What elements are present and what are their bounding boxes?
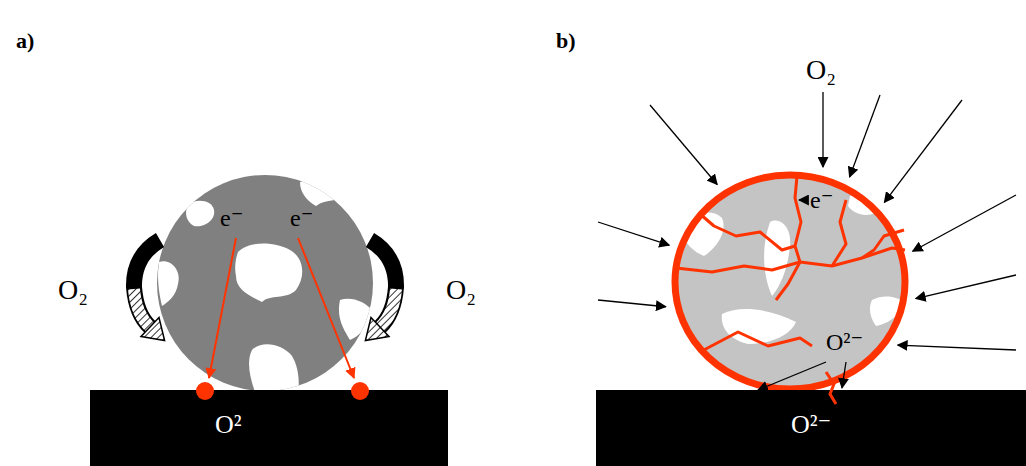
panel-label: a) bbox=[16, 30, 34, 52]
flux-arrow bbox=[822, 92, 823, 167]
oxide-crack bbox=[776, 176, 801, 300]
pore bbox=[722, 309, 796, 344]
particle-b-shape bbox=[672, 172, 908, 392]
oxide-crack bbox=[700, 214, 795, 250]
substrate-a: O² bbox=[90, 390, 448, 466]
particle-b: e⁻ O²⁻ bbox=[672, 172, 908, 392]
oxygen-flow-arrow bbox=[365, 240, 396, 341]
oxide-ion-label: O² bbox=[215, 412, 242, 438]
gas-label: O₂ bbox=[58, 276, 88, 304]
oxide-crack bbox=[700, 332, 812, 352]
electron-label: e⁻ bbox=[290, 206, 313, 230]
pore bbox=[249, 344, 299, 395]
oxide-ion-label: O²⁻ bbox=[791, 412, 831, 438]
particle-a: e⁻ e⁻ bbox=[157, 175, 373, 391]
flux-arrow bbox=[916, 275, 1016, 299]
flux-arrow bbox=[842, 362, 846, 388]
reaction-site-dot bbox=[196, 382, 214, 400]
flux-arrow bbox=[898, 345, 1016, 350]
particle-a-shape bbox=[157, 175, 373, 391]
gas-label: O₂ bbox=[806, 56, 836, 84]
particle-body bbox=[675, 175, 905, 389]
oxygen-flow-arrow bbox=[134, 240, 165, 341]
substrate-b: O²⁻ bbox=[596, 390, 1026, 466]
flux-arrow bbox=[598, 300, 666, 307]
electron-path-arrow bbox=[209, 238, 236, 378]
panel-label: b) bbox=[556, 30, 576, 52]
oxide-crack bbox=[826, 372, 836, 404]
reaction-site-dot bbox=[351, 382, 369, 400]
electron-label: e⁻ bbox=[220, 206, 243, 230]
gas-label: O₂ bbox=[446, 276, 476, 304]
flux-arrow bbox=[650, 105, 717, 185]
pore bbox=[300, 181, 352, 206]
pore bbox=[235, 244, 302, 303]
flux-arrow bbox=[598, 222, 669, 245]
pore bbox=[186, 201, 214, 226]
electron-path-arrow bbox=[298, 238, 354, 378]
oxide-ion-label: O²⁻ bbox=[826, 330, 863, 354]
flux-arrow bbox=[913, 195, 1016, 251]
flux-arrow bbox=[799, 199, 808, 200]
electron-label: e⁻ bbox=[810, 188, 833, 212]
pore bbox=[158, 261, 179, 306]
oxide-crack bbox=[832, 200, 846, 266]
flux-arrow bbox=[850, 95, 880, 177]
flux-arrow bbox=[884, 100, 962, 202]
flux-arrow bbox=[758, 362, 826, 390]
oxide-scale-ring bbox=[675, 175, 905, 389]
